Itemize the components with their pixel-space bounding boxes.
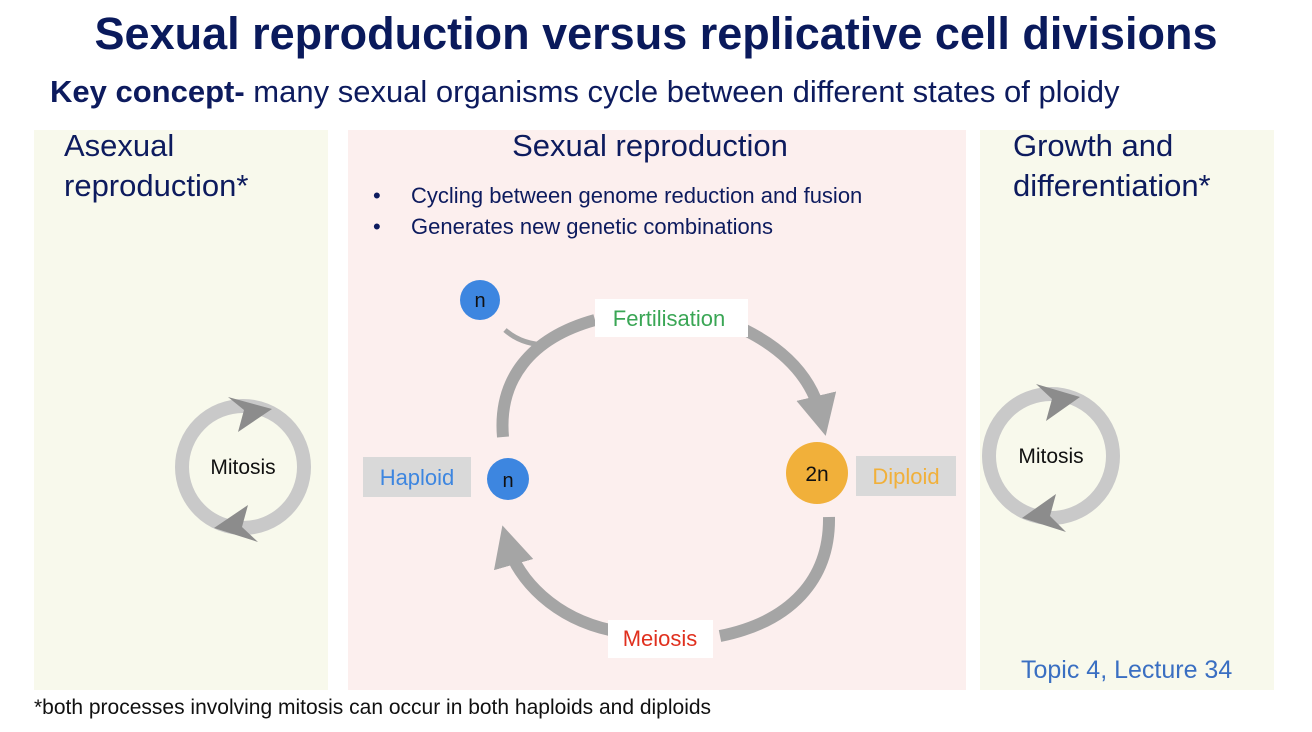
bullet-text: Cycling between genome reduction and fus… [411, 183, 863, 208]
fertilisation-to-diploid-arrow [742, 324, 837, 436]
fertilisation-label: Fertilisation [613, 306, 725, 331]
asexual-heading: Asexual reproduction* [64, 128, 249, 203]
haploid-label-box: Haploid [363, 457, 471, 497]
diploid-to-meiosis-arrow [718, 516, 836, 642]
bullet-dot-icon: • [373, 214, 381, 239]
gamete-ploidy: n [474, 290, 485, 312]
bullet-item: • Cycling between genome reduction and fu… [373, 180, 862, 211]
key-concept: Key concept- many sexual organisms cycle… [50, 74, 1119, 110]
meiosis-box [608, 620, 713, 658]
mitosis-label: Mitosis [1018, 445, 1083, 468]
key-concept-label: Key concept- [50, 74, 245, 109]
diploid-cell: 2n [786, 442, 848, 504]
diploid-circle [786, 442, 848, 504]
haploid-box [363, 457, 471, 497]
bullet-item: • Generates new genetic combinations [373, 211, 862, 242]
topic-lecture-label: Topic 4, Lecture 34 [1021, 656, 1233, 684]
haploid-label: Haploid [380, 465, 455, 490]
sexual-cycle-arrows [494, 314, 837, 642]
asexual-mitosis-cycle: Mitosis [175, 397, 311, 542]
bullet-text: Generates new genetic combinations [411, 214, 773, 239]
slide-title: Sexual reproduction versus replicative c… [94, 8, 1218, 59]
growth-panel [980, 130, 1274, 690]
diploid-label: Diploid [872, 464, 939, 489]
mitosis-label: Mitosis [210, 456, 275, 479]
fertilisation-label-box: Fertilisation [595, 299, 748, 337]
growth-mitosis-cycle: Mitosis [982, 384, 1120, 532]
mitosis-arrowhead-icon [1022, 494, 1066, 532]
meiosis-label: Meiosis [623, 626, 698, 651]
mitosis-arrowhead-icon [214, 505, 258, 542]
diploid-box [856, 456, 956, 496]
key-concept-text: many sexual organisms cycle between diff… [244, 74, 1120, 109]
mitosis-arrowhead-icon [228, 397, 272, 432]
gamete-circle [460, 280, 500, 320]
bullet-list: • Cycling between genome reduction and fu… [373, 180, 862, 242]
haploid-circle [487, 458, 529, 500]
sexual-heading: Sexual reproduction [512, 128, 788, 163]
meiosis-to-haploid-arrow [494, 525, 612, 636]
mitosis-arrowhead-icon [1036, 384, 1080, 421]
sexual-panel [348, 130, 966, 690]
haploid-cell: n [487, 458, 529, 500]
gamete-cell: n [460, 280, 500, 320]
bullet-dot-icon: • [373, 183, 381, 208]
diploid-label-box: Diploid [856, 456, 956, 496]
diploid-ploidy: 2n [805, 463, 828, 486]
haploid-ploidy: n [502, 470, 513, 492]
meiosis-label-box: Meiosis [608, 620, 713, 658]
footnote: *both processes involving mitosis can oc… [34, 696, 712, 719]
fertilisation-box [595, 299, 748, 337]
haploid-to-fertilisation-arrow [496, 314, 597, 438]
growth-heading: Growth and differentiation* [1013, 128, 1211, 203]
